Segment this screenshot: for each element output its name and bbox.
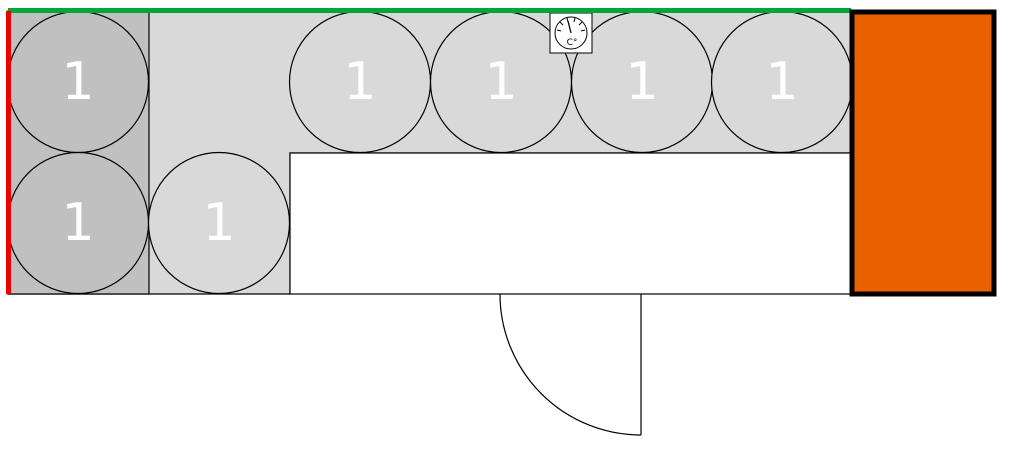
item-1[interactable]: 1 <box>6 10 150 154</box>
thermometer-gauge-icon[interactable]: C° <box>549 12 593 54</box>
thermometer-needle <box>567 20 572 34</box>
item-label: 1 <box>625 52 658 112</box>
item-circle <box>147 151 291 295</box>
thermometer-unit: C° <box>567 38 578 48</box>
item-2[interactable]: 1 <box>6 151 150 295</box>
item-6[interactable]: 1 <box>570 10 714 154</box>
interior-empty-area <box>289 152 852 295</box>
door-arc <box>499 293 642 436</box>
orange-block[interactable] <box>849 9 997 297</box>
item-label: 1 <box>765 52 798 112</box>
item-7[interactable]: 1 <box>710 10 854 154</box>
item-3[interactable]: 1 <box>147 151 291 295</box>
item-label: 1 <box>343 52 376 112</box>
item-label: 1 <box>484 52 517 112</box>
door-swing-icon[interactable] <box>499 293 642 436</box>
item-5[interactable]: 1 <box>429 10 573 154</box>
item-4[interactable]: 1 <box>288 10 432 154</box>
item-label: 1 <box>202 193 235 253</box>
item-label: 1 <box>61 193 94 253</box>
item-label: 1 <box>61 52 94 112</box>
